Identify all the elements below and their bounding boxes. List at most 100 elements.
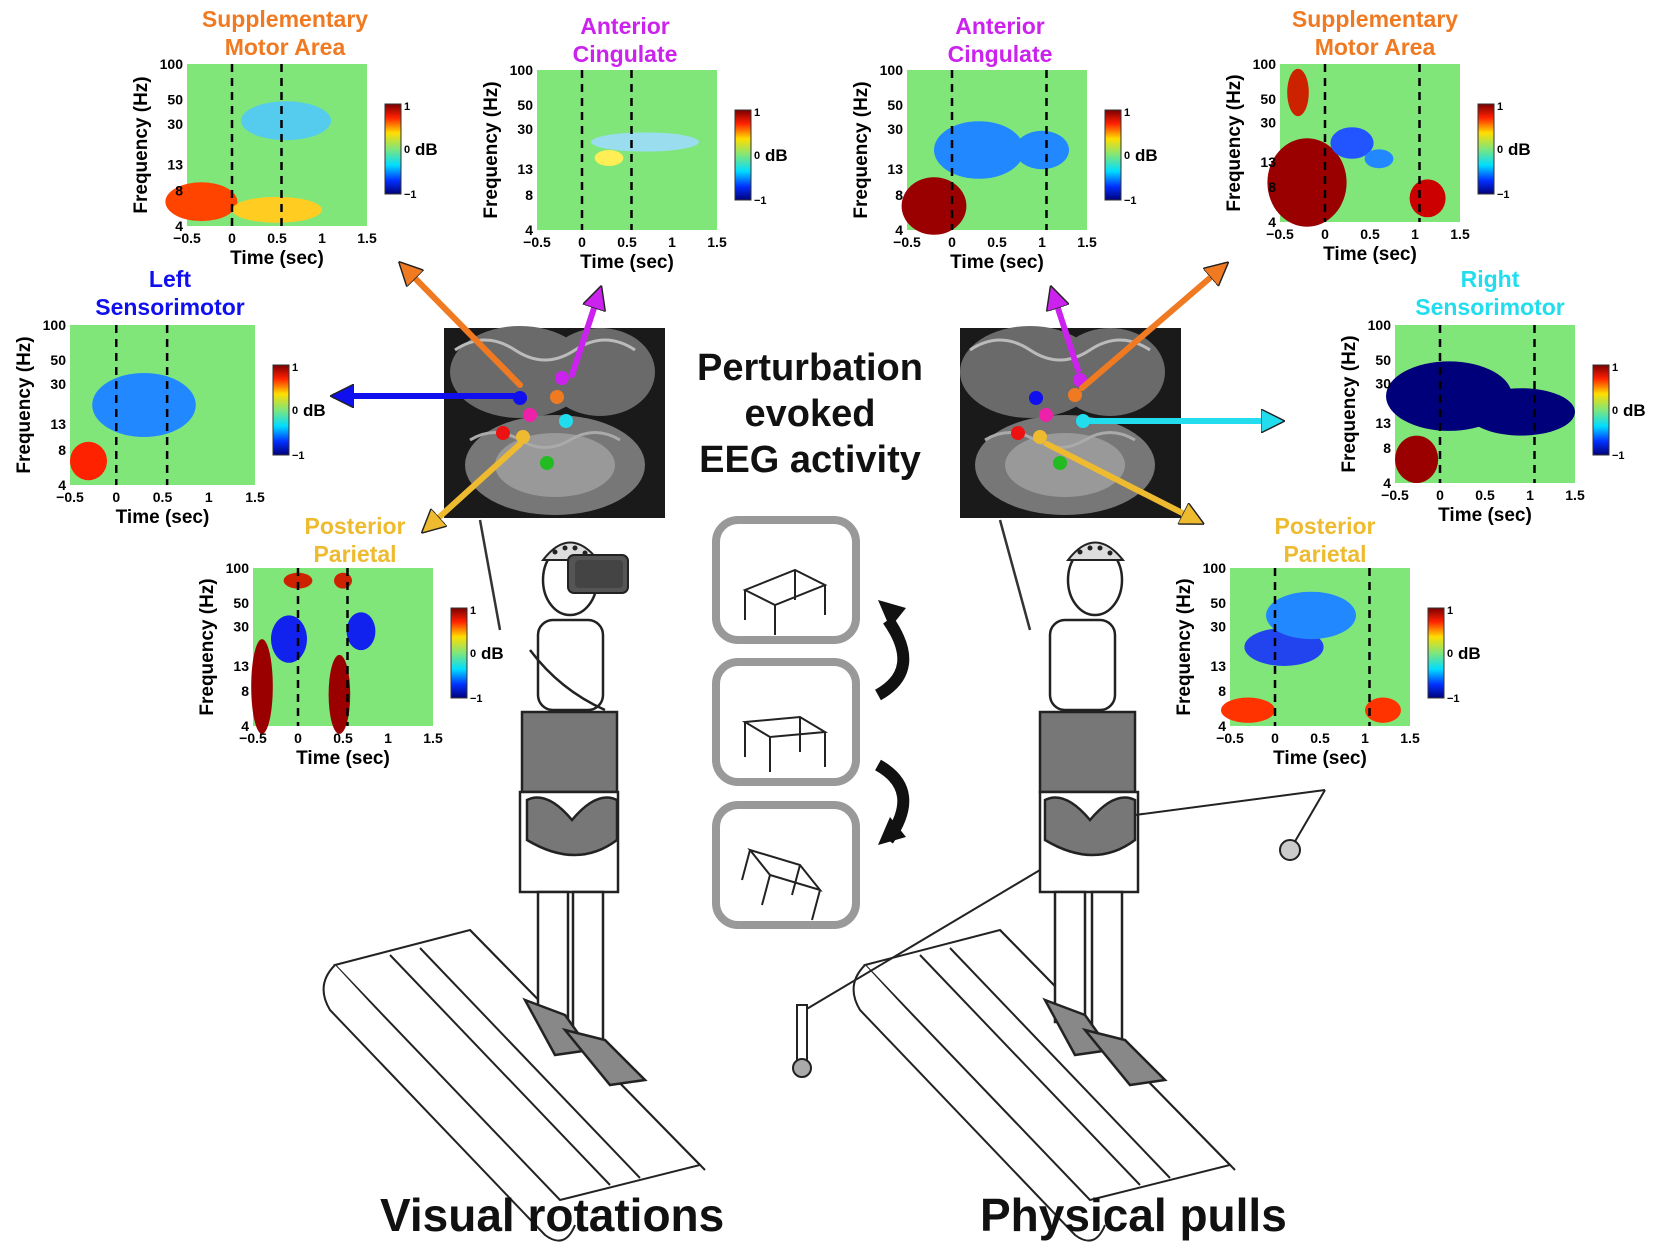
x-axis-label: Time (sec) bbox=[950, 252, 1044, 273]
y-tick-label: 50 bbox=[887, 97, 903, 113]
panel-title-line: Parietal bbox=[1283, 541, 1367, 567]
y-tick-label: 13 bbox=[1260, 154, 1276, 170]
colorbar-mid-label: 0 bbox=[404, 144, 410, 156]
center-title-line: evoked bbox=[744, 393, 876, 435]
eeg-cap-icon bbox=[1065, 541, 1126, 561]
heatmap-region bbox=[334, 572, 352, 589]
x-axis-label: Time (sec) bbox=[296, 748, 390, 769]
center-title: Perturbation evoked EEG activity bbox=[660, 345, 960, 483]
colorbar-mid-label: 0 bbox=[1124, 150, 1130, 162]
x-axis-label: Time (sec) bbox=[1273, 748, 1367, 769]
colorbar-min-label: −1 bbox=[1124, 195, 1137, 207]
y-tick-label: 30 bbox=[887, 121, 903, 137]
colorbar-max-label: 1 bbox=[1447, 605, 1453, 617]
heatmap-region bbox=[1287, 68, 1309, 117]
x-tick-label: 1.5 bbox=[707, 234, 727, 250]
y-tick-label: 8 bbox=[175, 182, 183, 198]
heatmap-region bbox=[901, 177, 967, 235]
y-tick-label: 13 bbox=[517, 161, 533, 177]
heatmap-region bbox=[251, 639, 273, 734]
x-axis-label: Time (sec) bbox=[116, 507, 210, 528]
x-tick-label: 0.5 bbox=[1310, 730, 1330, 746]
heatmap-region bbox=[1365, 697, 1401, 723]
x-tick-label: −0.5 bbox=[1381, 487, 1409, 503]
x-tick-label: 0 bbox=[948, 234, 956, 250]
panel-title-line: Sensorimotor bbox=[95, 294, 245, 320]
y-axis-label: Frequency (Hz) bbox=[481, 81, 502, 218]
x-tick-label: 0.5 bbox=[1360, 226, 1380, 242]
x-tick-label: 0 bbox=[294, 730, 302, 746]
panel-title-left-sma: Supplementary Motor Area bbox=[150, 5, 420, 61]
heatmap-region bbox=[92, 373, 196, 437]
y-tick-label: 8 bbox=[241, 683, 249, 699]
treadmill-icon bbox=[322, 928, 706, 1242]
x-tick-label: 1 bbox=[1038, 234, 1046, 250]
colorbar-min-label: −1 bbox=[1447, 693, 1460, 705]
panel-title-line: Supplementary bbox=[1291, 6, 1459, 32]
panel-title-right-acc: Anterior Cingulate bbox=[890, 12, 1110, 68]
x-tick-label: 1 bbox=[668, 234, 676, 250]
vr-headset-icon bbox=[567, 554, 629, 594]
heatmap-region bbox=[70, 441, 107, 481]
colorbar-mid-label: 0 bbox=[754, 150, 760, 162]
y-tick-label: 100 bbox=[510, 62, 534, 78]
center-title-line: Perturbation bbox=[697, 347, 923, 389]
x-tick-label: 0 bbox=[228, 230, 236, 246]
y-tick-label: 50 bbox=[1260, 91, 1276, 107]
colorbar-min-label: −1 bbox=[1612, 450, 1625, 462]
x-tick-label: 0.5 bbox=[333, 730, 353, 746]
x-tick-label: −0.5 bbox=[56, 489, 84, 505]
y-tick-label: 8 bbox=[58, 442, 66, 458]
heatmap-region bbox=[165, 182, 238, 222]
colorbar-unit-label: dB bbox=[481, 644, 504, 663]
y-tick-label: 4 bbox=[241, 718, 249, 734]
y-tick-label: 50 bbox=[50, 352, 66, 368]
x-tick-label: 1.5 bbox=[1077, 234, 1097, 250]
panel-title-line: Sensorimotor bbox=[1415, 294, 1565, 320]
x-tick-label: 1 bbox=[318, 230, 326, 246]
y-tick-label: 30 bbox=[233, 618, 249, 634]
x-tick-label: 0.5 bbox=[153, 489, 173, 505]
person-on-treadmill-icon bbox=[998, 519, 1168, 1087]
heatmap-region bbox=[328, 654, 351, 734]
y-tick-label: 50 bbox=[1375, 352, 1391, 368]
y-tick-label: 13 bbox=[1375, 415, 1391, 431]
heatmap-region bbox=[241, 101, 331, 141]
y-axis-label: Frequency (Hz) bbox=[197, 578, 218, 715]
heatmap-region bbox=[1330, 127, 1374, 159]
x-tick-label: 1.5 bbox=[1565, 487, 1585, 503]
x-axis-label: Time (sec) bbox=[580, 252, 674, 273]
colorbar-unit-label: dB bbox=[765, 146, 788, 165]
x-tick-label: −0.5 bbox=[893, 234, 921, 250]
colorbar-unit-label: dB bbox=[303, 401, 326, 420]
x-tick-label: 1.5 bbox=[1450, 226, 1470, 242]
colorbar-unit-label: dB bbox=[1135, 146, 1158, 165]
x-tick-label: 0 bbox=[578, 234, 586, 250]
heatmap-region bbox=[271, 615, 307, 663]
x-tick-label: 1.5 bbox=[357, 230, 377, 246]
x-tick-label: 0.5 bbox=[1475, 487, 1495, 503]
panel-title-right-parietal: Posterior Parietal bbox=[1225, 512, 1425, 568]
colorbar-max-label: 1 bbox=[1497, 101, 1503, 113]
y-tick-label: 4 bbox=[1383, 475, 1391, 491]
x-tick-label: 1.5 bbox=[245, 489, 265, 505]
panel-title-right-sensorimotor: Right Sensorimotor bbox=[1360, 265, 1620, 321]
y-tick-label: 13 bbox=[1210, 658, 1226, 674]
heatmap-region bbox=[1409, 179, 1446, 218]
y-tick-label: 4 bbox=[175, 218, 183, 234]
x-tick-label: 0.5 bbox=[987, 234, 1007, 250]
colorbar-max-label: 1 bbox=[404, 101, 410, 113]
y-axis-label: Frequency (Hz) bbox=[851, 81, 872, 218]
heatmap-region bbox=[1364, 149, 1394, 169]
y-axis-label: Frequency (Hz) bbox=[14, 336, 35, 473]
colorbar-max-label: 1 bbox=[1124, 107, 1130, 119]
x-tick-label: 0 bbox=[112, 489, 120, 505]
table-scene-icon bbox=[741, 568, 829, 921]
colorbar-mid-label: 0 bbox=[470, 648, 476, 660]
y-tick-label: 100 bbox=[1253, 56, 1277, 72]
y-tick-label: 8 bbox=[895, 187, 903, 203]
